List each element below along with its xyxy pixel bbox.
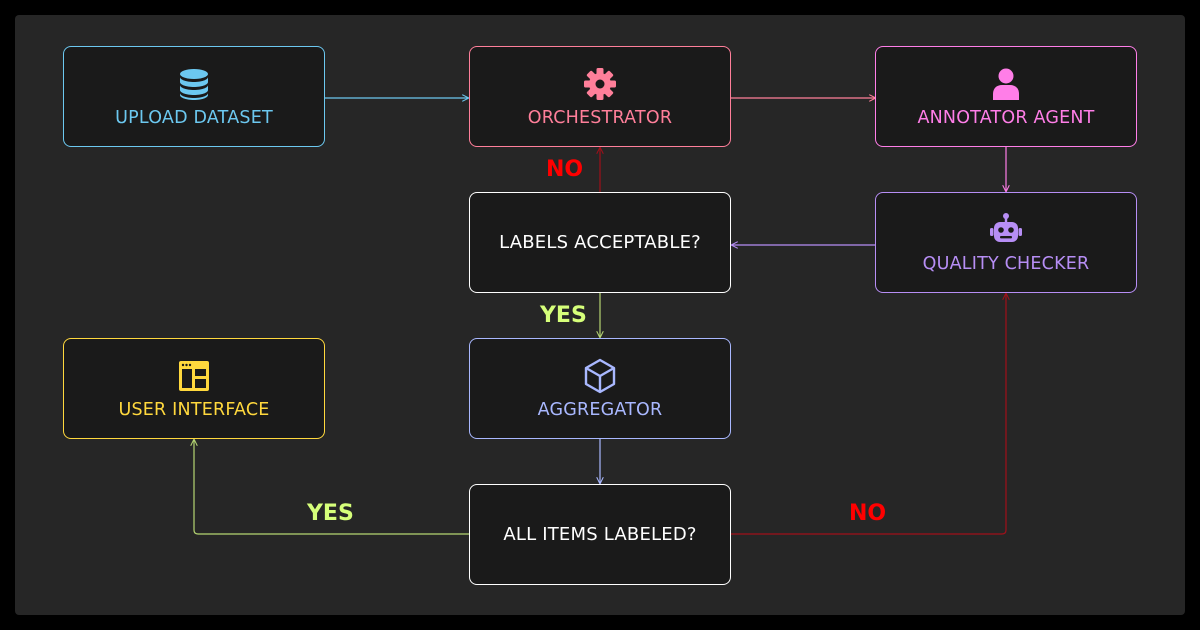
user-interface-label: USER INTERFACE	[118, 399, 270, 420]
items-no-edge-label: NO	[849, 501, 887, 526]
labels-acceptable-label: LABELS ACCEPTABLE?	[499, 232, 701, 253]
orchestrator-node: ORCHESTRATOR	[469, 46, 731, 147]
database-icon	[180, 68, 208, 100]
edge-items-yes	[194, 440, 469, 535]
upload-dataset-node: UPLOAD DATASET	[63, 46, 325, 147]
all-items-labeled-label: ALL ITEMS LABELED?	[503, 524, 697, 545]
labels-yes-edge-label: YES	[540, 303, 587, 328]
robot-icon	[990, 212, 1022, 242]
aggregator-node: AGGREGATOR	[469, 338, 731, 439]
cube-icon	[584, 358, 616, 393]
labels-acceptable-decision: LABELS ACCEPTABLE?	[469, 192, 731, 293]
labels-no-edge-label: NO	[546, 157, 584, 182]
annotator-agent-label: ANNOTATOR AGENT	[917, 107, 1095, 128]
orchestrator-label: ORCHESTRATOR	[527, 107, 673, 128]
gear-icon	[584, 67, 616, 100]
user-icon	[993, 68, 1019, 100]
items-yes-edge-label: YES	[307, 501, 354, 526]
annotator-agent-node: ANNOTATOR AGENT	[875, 46, 1137, 147]
edge-items-no	[731, 294, 1006, 535]
all-items-labeled-decision: ALL ITEMS LABELED?	[469, 484, 731, 585]
layout-icon	[179, 360, 209, 391]
quality-checker-node: QUALITY CHECKER	[875, 192, 1137, 293]
aggregator-label: AGGREGATOR	[537, 399, 663, 420]
upload-dataset-label: UPLOAD DATASET	[115, 107, 273, 128]
quality-checker-label: QUALITY CHECKER	[922, 253, 1090, 274]
user-interface-node: USER INTERFACE	[63, 338, 325, 439]
